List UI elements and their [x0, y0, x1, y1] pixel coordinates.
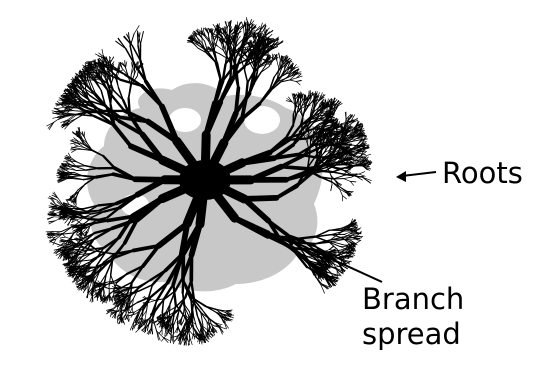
- root-segment: [135, 179, 165, 180]
- root-segment: [281, 167, 305, 169]
- root-segment: [57, 117, 65, 118]
- root-segment: [77, 105, 89, 106]
- root-segment: [77, 212, 87, 213]
- root-segment: [108, 71, 109, 82]
- root-segment: [244, 198, 276, 199]
- root-segment: [316, 157, 330, 158]
- root-segment: [246, 83, 248, 98]
- root-segment: [87, 111, 104, 112]
- root-segment: [137, 33, 138, 46]
- root-segment: [173, 321, 174, 333]
- root-segment: [236, 88, 239, 113]
- root-segment: [207, 322, 208, 331]
